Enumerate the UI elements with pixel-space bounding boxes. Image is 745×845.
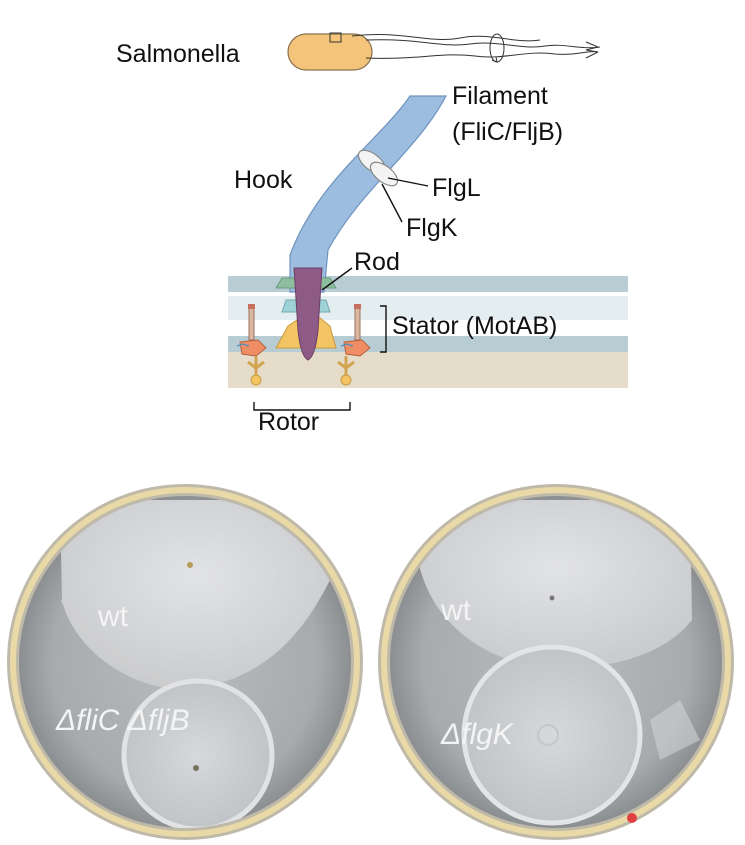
flgk-label: FlgK <box>406 214 458 242</box>
organism-label: Salmonella <box>116 40 240 68</box>
hook-label: Hook <box>234 166 293 194</box>
colony-wt-1 <box>60 500 330 690</box>
petri-plate-2: wt ΔflgK <box>378 484 734 840</box>
plate-2-bottom-label: ΔflgK <box>440 718 515 751</box>
colony-wt-2 <box>418 500 692 669</box>
stator-right-icon <box>337 304 371 386</box>
petri-plate-1: wt ΔfliC ΔfljB <box>7 484 363 840</box>
plate-1-bottom-label: ΔfliC ΔfljB <box>55 704 190 737</box>
salmonella-cell-icon <box>287 32 601 71</box>
colony-mutant-2 <box>461 644 643 826</box>
stator-label: Stator (MotAB) <box>392 312 557 340</box>
stator-left-icon <box>236 304 267 386</box>
flgl-label: FlgL <box>432 174 481 202</box>
filament-protein-label: (FliC/FljB) <box>452 118 563 146</box>
basal-body <box>275 267 337 361</box>
leader-lines <box>253 177 429 411</box>
junction-rings-icon <box>357 149 399 187</box>
rotor-label: Rotor <box>258 408 319 436</box>
filament-hook-shape <box>289 95 447 293</box>
filament-label: Filament <box>452 82 548 110</box>
plate-1-top-label: wt <box>97 600 129 633</box>
rod-label: Rod <box>354 248 400 276</box>
flagellum-diagram: Salmonella <box>116 32 628 436</box>
rod-shape <box>293 267 323 361</box>
colony-mutant-1 <box>121 678 275 828</box>
plate-2-top-label: wt <box>440 594 472 627</box>
